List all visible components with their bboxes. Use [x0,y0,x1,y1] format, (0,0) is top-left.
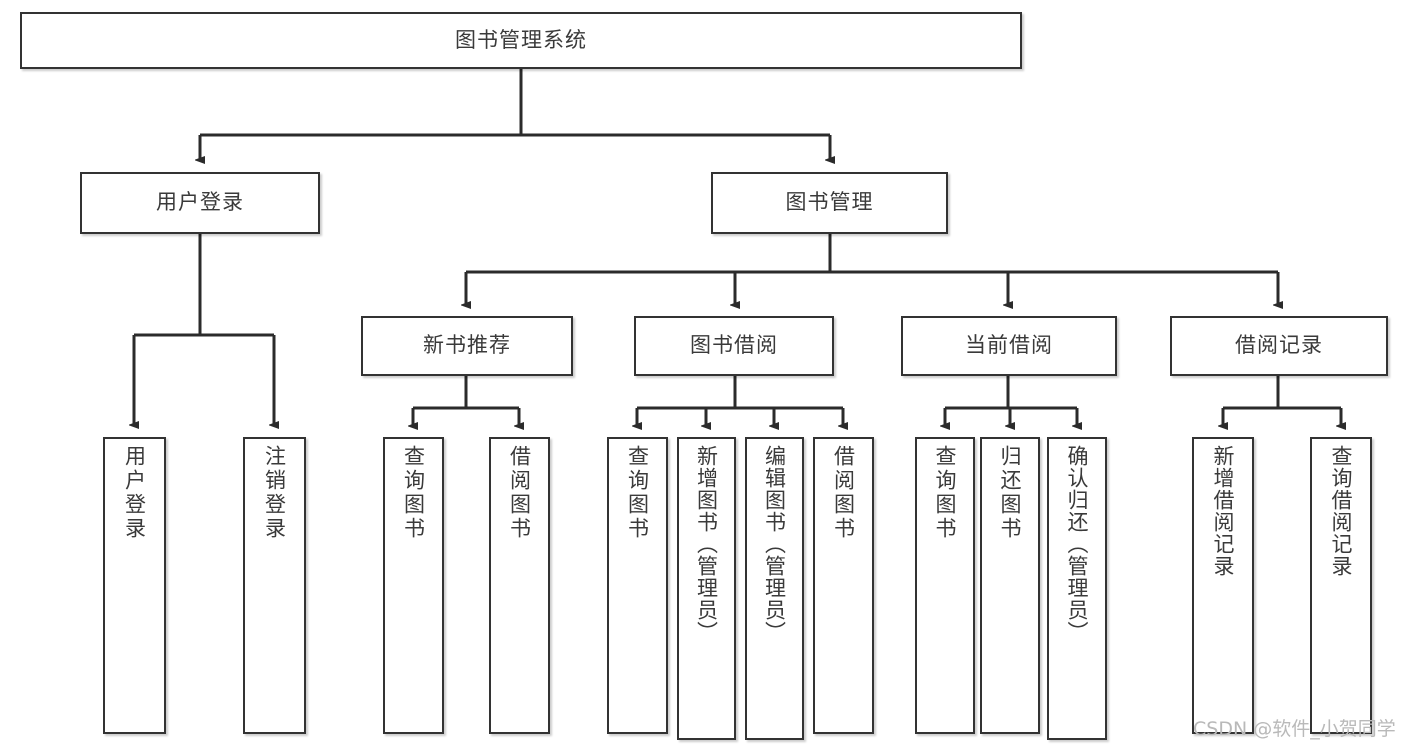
node-book-management-label: 图书管理 [785,190,874,215]
leaf-user-login-signin-label: 用户登录 [122,445,147,541]
leaf-new-book-query[interactable]: 查询图书 [383,437,444,734]
leaf-book-borrow-query[interactable]: 查询图书 [607,437,668,734]
leaf-user-login-signin[interactable]: 用户登录 [103,437,166,734]
node-user-login-label: 用户登录 [156,190,244,215]
leaf-book-borrow-query-label: 查询图书 [625,445,650,541]
node-book-borrow-label: 图书借阅 [690,333,778,358]
leaf-book-borrow-add-label: 新增图书（管理员） [694,445,719,643]
leaf-new-book-borrow[interactable]: 借阅图书 [489,437,550,734]
leaf-borrow-record-query-label: 查询借阅记录 [1329,445,1354,577]
node-user-login[interactable]: 用户登录 [80,172,320,234]
leaf-current-borrow-query-label: 查询图书 [933,445,958,541]
leaf-borrow-record-add-label: 新增借阅记录 [1211,445,1236,577]
leaf-new-book-query-label: 查询图书 [401,445,426,541]
leaf-book-borrow-edit[interactable]: 编辑图书（管理员） [745,437,804,740]
node-root-label: 图书管理系统 [455,27,587,52]
leaf-current-borrow-return-label: 归还图书 [998,445,1023,541]
leaf-user-login-signout-label: 注销登录 [262,445,287,541]
node-book-management[interactable]: 图书管理 [711,172,948,234]
leaf-user-login-signout[interactable]: 注销登录 [243,437,306,734]
leaf-new-book-borrow-label: 借阅图书 [507,445,532,541]
leaf-book-borrow-add[interactable]: 新增图书（管理员） [677,437,736,740]
node-current-borrow[interactable]: 当前借阅 [901,316,1117,376]
leaf-borrow-record-query[interactable]: 查询借阅记录 [1310,437,1372,734]
leaf-book-borrow-lend-label: 借阅图书 [831,445,856,541]
node-current-borrow-label: 当前借阅 [965,333,1053,358]
leaf-current-borrow-query[interactable]: 查询图书 [915,437,975,734]
leaf-borrow-record-add[interactable]: 新增借阅记录 [1192,437,1254,734]
node-new-book-recommend[interactable]: 新书推荐 [361,316,573,376]
leaf-book-borrow-edit-label: 编辑图书（管理员） [762,445,787,643]
node-new-book-recommend-label: 新书推荐 [423,333,511,358]
leaf-current-borrow-return[interactable]: 归还图书 [980,437,1040,734]
csdn-watermark: CSDN @软件_小贺同学 [1193,718,1396,740]
leaf-current-borrow-confirm[interactable]: 确认归还（管理员） [1047,437,1107,740]
leaf-current-borrow-confirm-label: 确认归还（管理员） [1065,445,1090,643]
node-book-borrow[interactable]: 图书借阅 [634,316,834,376]
node-borrow-record[interactable]: 借阅记录 [1170,316,1388,376]
node-borrow-record-label: 借阅记录 [1235,333,1323,358]
leaf-book-borrow-lend[interactable]: 借阅图书 [813,437,874,734]
node-root[interactable]: 图书管理系统 [20,12,1022,69]
